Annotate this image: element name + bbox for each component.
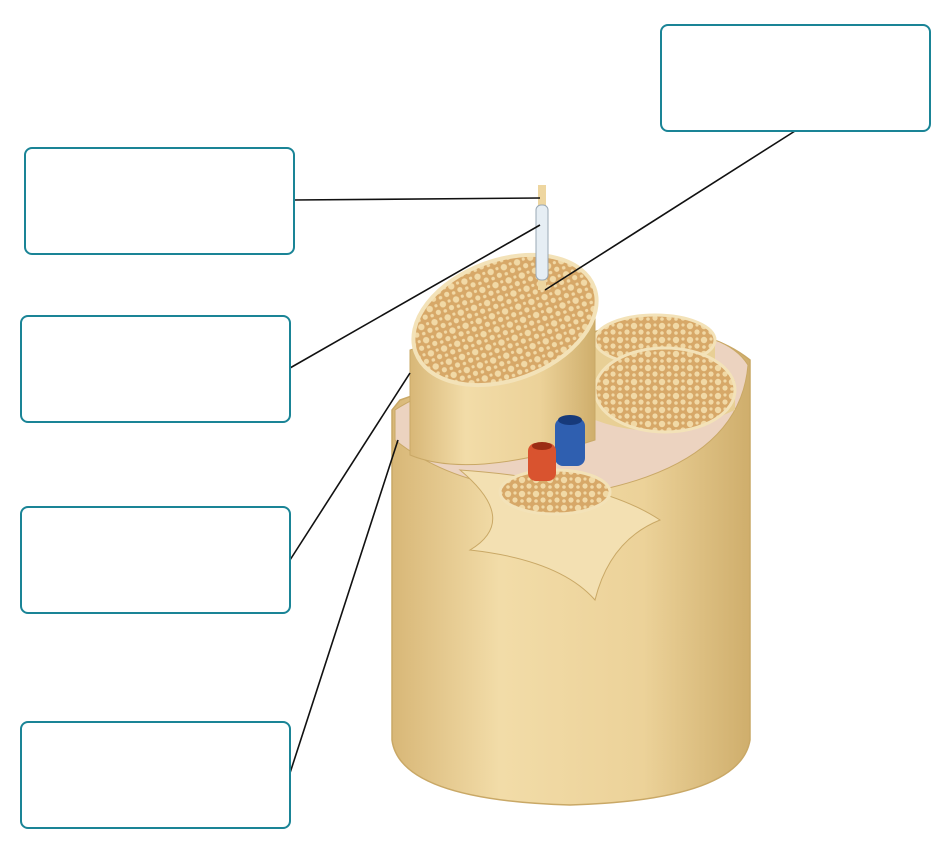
label-box-top-right[interactable] bbox=[660, 24, 931, 132]
label-box-endoneurium[interactable] bbox=[20, 315, 291, 423]
label-box-axon[interactable] bbox=[24, 147, 295, 255]
label-box-epineurium[interactable] bbox=[20, 721, 291, 829]
fascicle-right bbox=[593, 313, 737, 434]
leader-lines bbox=[289, 130, 796, 774]
artery bbox=[528, 443, 556, 481]
label-box-perineurium[interactable] bbox=[20, 506, 291, 614]
fascicle-tall bbox=[409, 252, 599, 466]
vein bbox=[555, 418, 585, 466]
